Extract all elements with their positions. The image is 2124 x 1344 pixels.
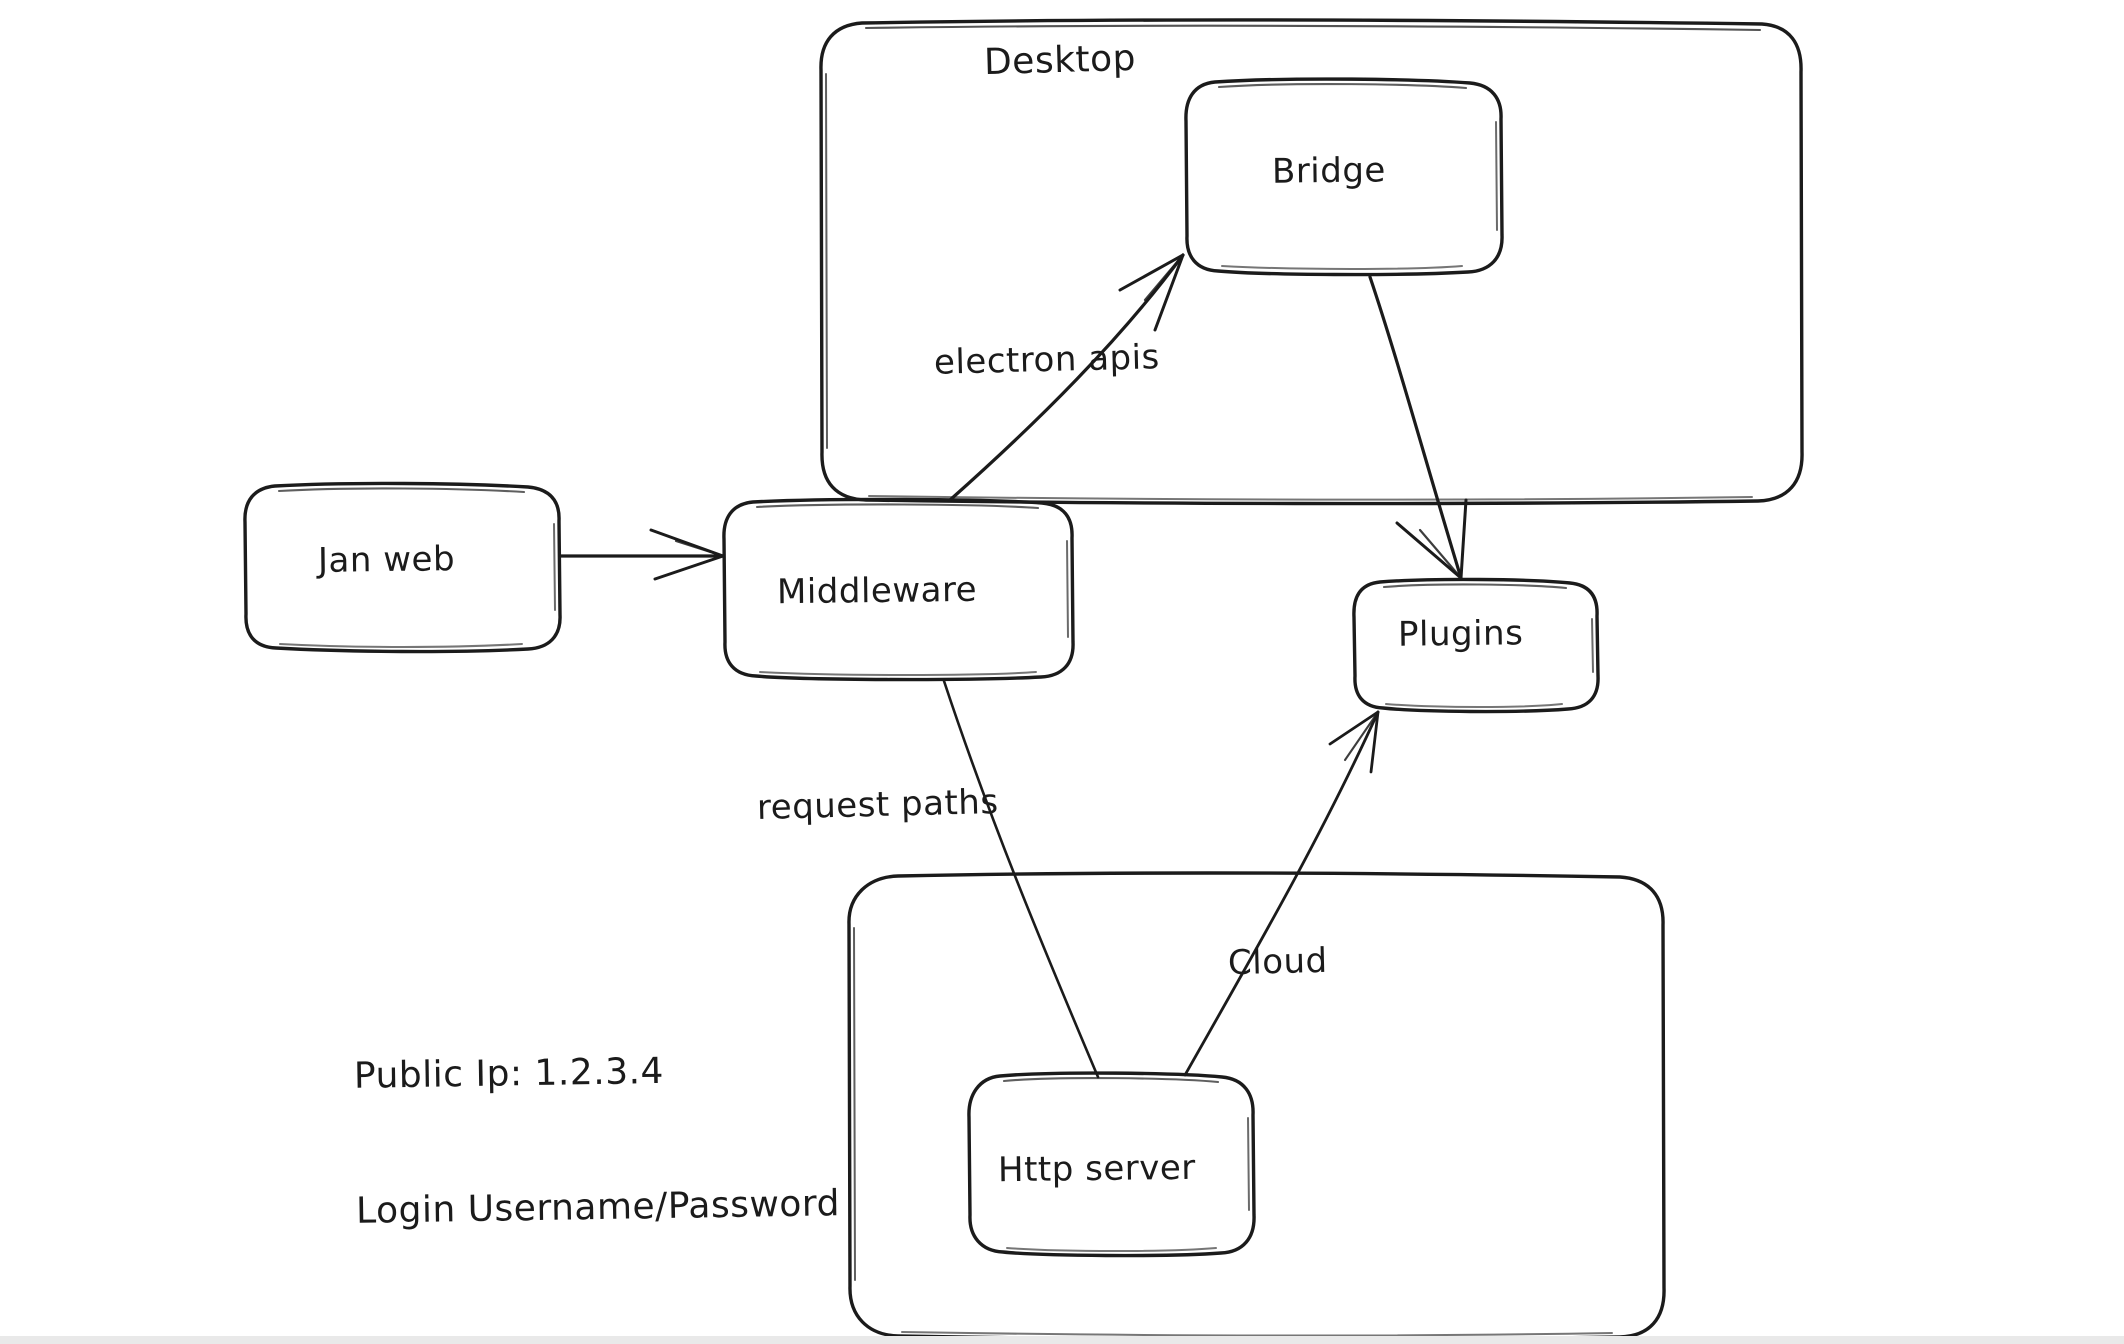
edge-http-server-to-middleware	[942, 679, 1100, 1079]
group-desktop-outline	[819, 18, 1804, 506]
node-middleware-outline	[722, 497, 1075, 682]
edge-label-cloud: Cloud	[1227, 940, 1329, 984]
node-jan-web-outline	[243, 481, 562, 654]
edge-middleware-to-bridge	[948, 253, 1185, 502]
note-public-ip-credentials: Public Ip: 1.2.3.4 Login Username/Passwo…	[352, 956, 841, 1324]
edge-jan-web-to-middleware	[559, 528, 725, 581]
node-label-bridge[interactable]: Bridge	[1271, 150, 1387, 192]
edge-http-server-to-plugins	[1183, 710, 1380, 1077]
group-label-desktop: Desktop	[983, 37, 1137, 84]
node-label-middleware[interactable]: Middleware	[776, 569, 978, 613]
node-label-plugins[interactable]: Plugins	[1397, 613, 1524, 655]
edge-label-request-paths: request paths	[756, 782, 1000, 828]
edge-label-electron-apis: electron apis	[933, 337, 1161, 383]
edge-bridge-to-plugins	[1368, 275, 1468, 580]
node-label-jan-web[interactable]: Jan web	[317, 539, 456, 581]
node-bridge-outline	[1184, 77, 1504, 277]
note-line-login: Login Username/Password	[355, 1183, 841, 1232]
node-http-server-outline	[967, 1071, 1256, 1258]
node-plugins-outline	[1352, 577, 1600, 714]
note-line-public-ip: Public Ip: 1.2.3.4	[353, 1050, 665, 1097]
node-label-http-server[interactable]: Http server	[997, 1147, 1196, 1191]
bottom-edge-strip	[0, 1336, 2124, 1344]
